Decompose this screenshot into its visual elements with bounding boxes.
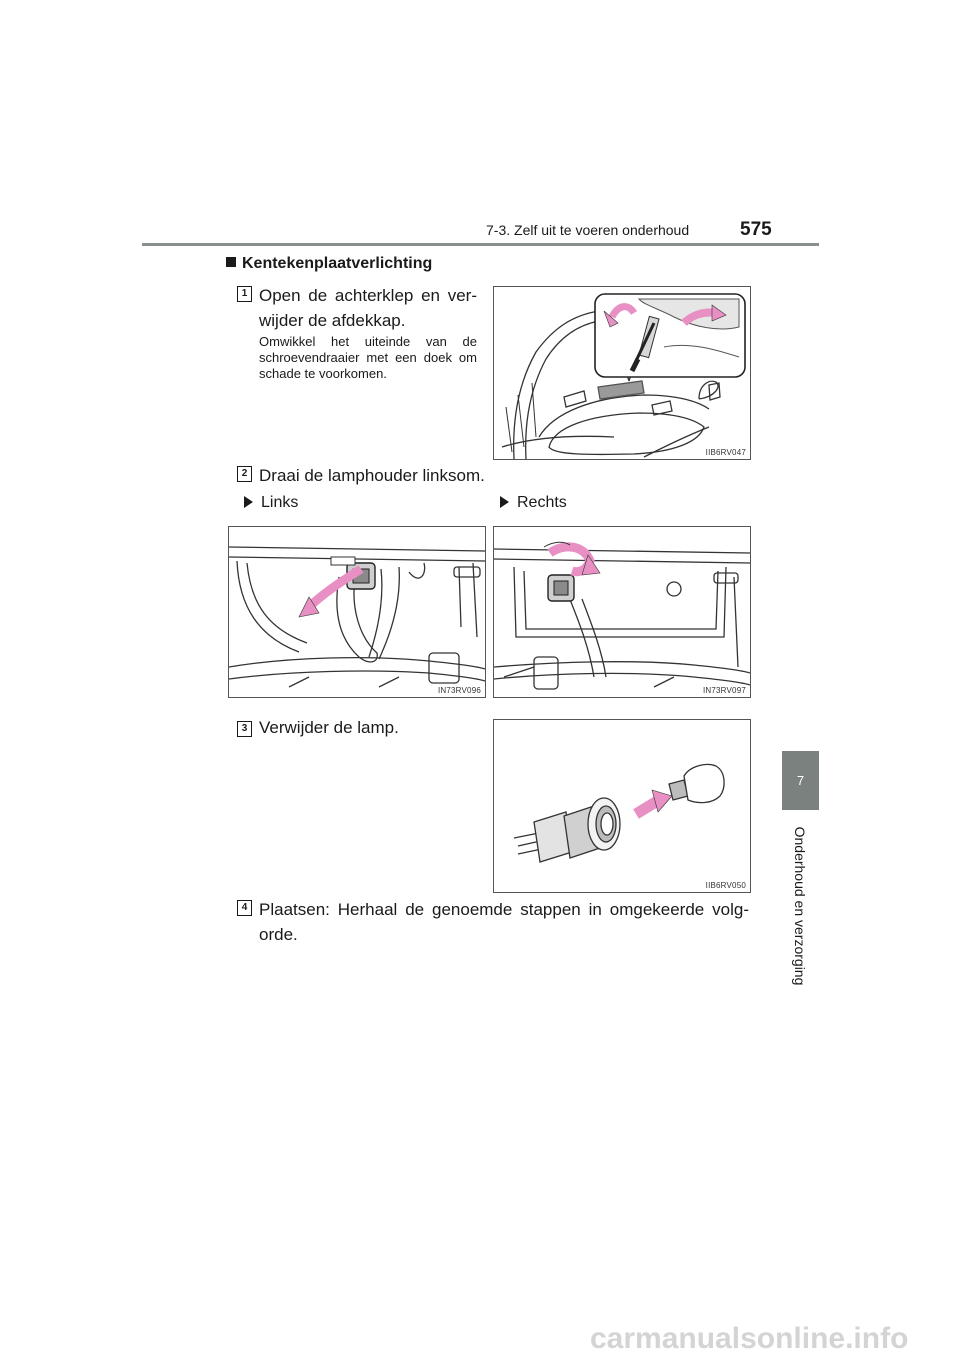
step-number-1: 1 [237,286,252,302]
header-rule [142,243,819,246]
step-3-text: Verwijder de lamp. [259,718,399,737]
step-1-text: Open de achterklep en ver- wijder de afd… [259,286,477,330]
chapter-label: Onderhoud en verzorging [792,826,808,986]
step-2-text: Draai de lamphouder linksom. [259,466,485,485]
figure-tailgate: IIB6RV047 [493,286,751,460]
step-number-4: 4 [237,900,252,916]
watermark: carmanualsonline.info [590,1322,909,1355]
step-number-3: 3 [237,721,252,737]
sub-label-right-text: Rechts [517,494,567,511]
tailgate-illustration [501,293,746,459]
sub-label-left-text: Links [261,494,299,511]
triangle-bullet-icon [500,496,509,508]
step-number-2: 2 [237,466,252,482]
figure-bulb: IIB6RV050 [493,719,751,893]
section-heading: Kentekenplaatverlichting [226,255,432,273]
figure-code: IN73RV097 [702,686,746,695]
figure-code: IIB6RV047 [705,448,746,457]
figure-left-lampholder: IN73RV096 [228,526,486,698]
left-lampholder-illustration [229,546,485,688]
right-lampholder-illustration [494,541,750,690]
section-title: 7-3. Zelf uit te voeren onderhoud [486,222,690,238]
step-1-note: Omwikkel het uiteinde van de schroevendr… [259,334,477,381]
bulb-illustration [513,763,725,863]
page-number: 575 [740,219,772,240]
figure-code: IN73RV096 [437,686,481,695]
figure-right-lampholder: IN73RV097 [493,526,751,698]
sub-label-left: Links [244,494,298,512]
triangle-bullet-icon [244,496,253,508]
step-4-text: Plaatsen: Herhaal de genoemde stappen in… [259,900,749,944]
chapter-tab: 7 [782,751,819,810]
square-bullet-icon [226,257,236,267]
sub-label-right: Rechts [500,494,567,512]
figure-code: IIB6RV050 [705,881,746,890]
section-heading-text: Kentekenplaatverlichting [242,255,433,272]
